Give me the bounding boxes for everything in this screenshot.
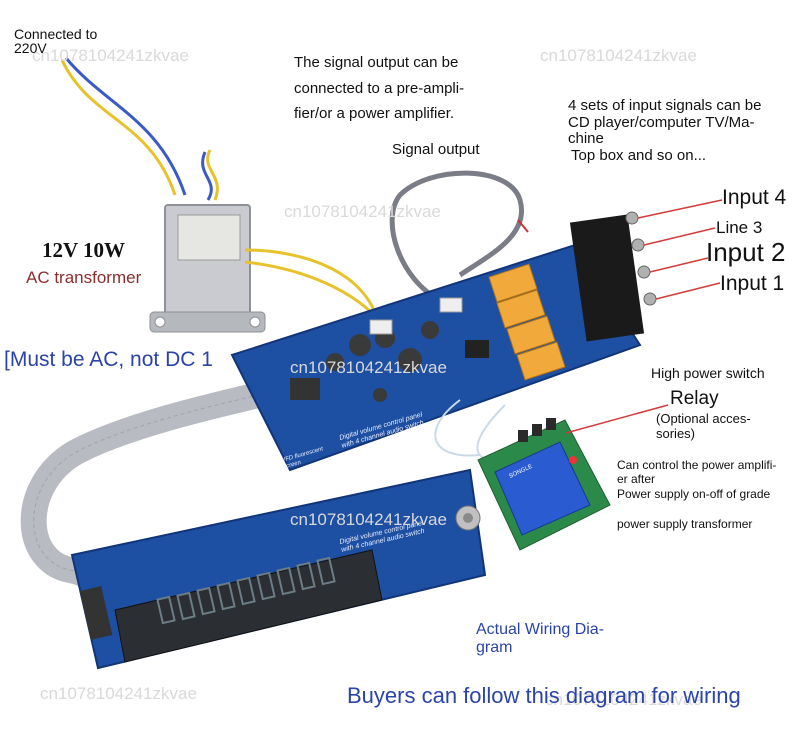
relay-1 [488,263,538,303]
label-power-supply-transformer: power supply transformer [617,517,753,531]
rca-input-jacks [569,199,723,342]
ribbon-header [290,378,320,400]
terminal-2 [532,424,542,436]
digit-3 [196,586,216,616]
vfd-digits [156,556,336,625]
pointer-input-3 [643,227,716,246]
rca-jack-4 [625,211,639,225]
rca-jack-2 [637,265,651,279]
digit-6 [256,571,276,601]
label-transformer-rating: 12V 10W [42,238,126,262]
label-buyers-follow-diagram: Buyers can follow this diagram for wirin… [347,683,741,708]
watermark: cn1078104241zkvae [290,358,447,377]
label-must-be-ac: [Must be AC, not DC 1 [4,348,213,371]
label-input-2: Input 2 [706,237,786,267]
main-control-board: Digital volume control panelwith 4 chann… [230,243,642,472]
digit-4 [216,581,236,611]
digit-7 [276,566,296,596]
capacitor-6 [373,388,387,402]
label-input-3: Line 3 [716,218,763,237]
relay-led [569,456,577,464]
pointer-input-2 [649,257,709,273]
wire-yellow-2 [206,149,219,201]
watermark: cn1078104241zkvae [545,690,702,709]
transformer-bracket [149,311,266,333]
capacitor-4 [421,321,439,339]
relay-4 [516,341,566,381]
relay-3 [506,315,556,355]
watermark: cn1078104241zkvae [290,510,447,529]
relay-wire-1 [434,399,481,457]
display-board: Digital volume control panelwith 4 chann… [70,468,487,670]
label-signal-output-description: The signal output can be connected to a … [294,54,465,122]
terminal-1 [518,430,528,442]
label-ac-transformer: AC transformer [26,268,142,287]
wire-blue-2 [201,151,213,201]
ic-chip [465,340,489,358]
rca-jack-3 [631,238,645,252]
label-input-1: Input 1 [720,272,785,295]
wire-yellow-1 [60,59,177,196]
pointer-input-4 [637,199,723,219]
digit-2 [176,591,196,621]
capacitor-5 [326,353,344,371]
encoder-shaft [463,513,473,523]
watermark: cn1078104241zkvae [32,46,189,65]
input-relays [488,263,566,381]
display-ribbon-header [79,586,113,640]
rca-jack-1 [643,292,657,306]
label-control-power-amplifier: Can control the power amplifi- er after [617,458,777,486]
cable-tip [517,219,529,233]
digit-8 [296,561,316,591]
relay-2 [496,289,546,329]
relay-body [494,441,591,536]
rca-jack-block [569,214,645,342]
watermark: cn1078104241zkvae [540,46,697,65]
label-high-power-switch: High power switch [651,365,765,381]
transformer-label [177,214,241,261]
digit-1 [156,595,176,625]
label-power-supply-grade: Power supply on-off of grade [617,487,771,501]
label-optional-accessories: (Optional acces- sories) [656,411,751,441]
watermark: cn1078104241zkvae [40,684,197,703]
transformer-input-wires [60,57,219,201]
digit-5 [236,576,256,606]
pointer-relay [565,404,669,434]
label-top-box: Top box and so on... [571,147,707,164]
mount-hole-right [249,316,261,328]
capacitor-3 [398,348,422,372]
terminal-3 [546,418,556,430]
label-signal-output: Signal output [392,141,480,158]
ac-transformer [149,204,266,333]
signal-connector [439,297,463,313]
label-input-4: Input 4 [722,186,787,209]
label-relay: Relay [670,388,719,409]
label-actual-wiring-diagram: Actual Wiring Dia- gram [476,621,605,657]
label-input-sets: 4 sets of input signals can be CD player… [568,97,762,147]
mount-hole-left [154,316,166,328]
capacitor-1 [349,334,371,356]
watermark: cn1078104241zkvae [284,202,441,221]
wire-blue-1 [64,57,187,196]
power-relay-module: SONGLE [477,404,669,551]
signal-output-cable [389,170,525,303]
gray-cable-loop [389,170,525,303]
relay-terminals [518,418,556,442]
pointer-input-1 [655,282,721,300]
label-connected-220v: Connected to 220V [14,26,98,56]
power-connector [369,319,393,335]
vfd-screen [114,549,383,663]
digit-9 [316,556,336,586]
